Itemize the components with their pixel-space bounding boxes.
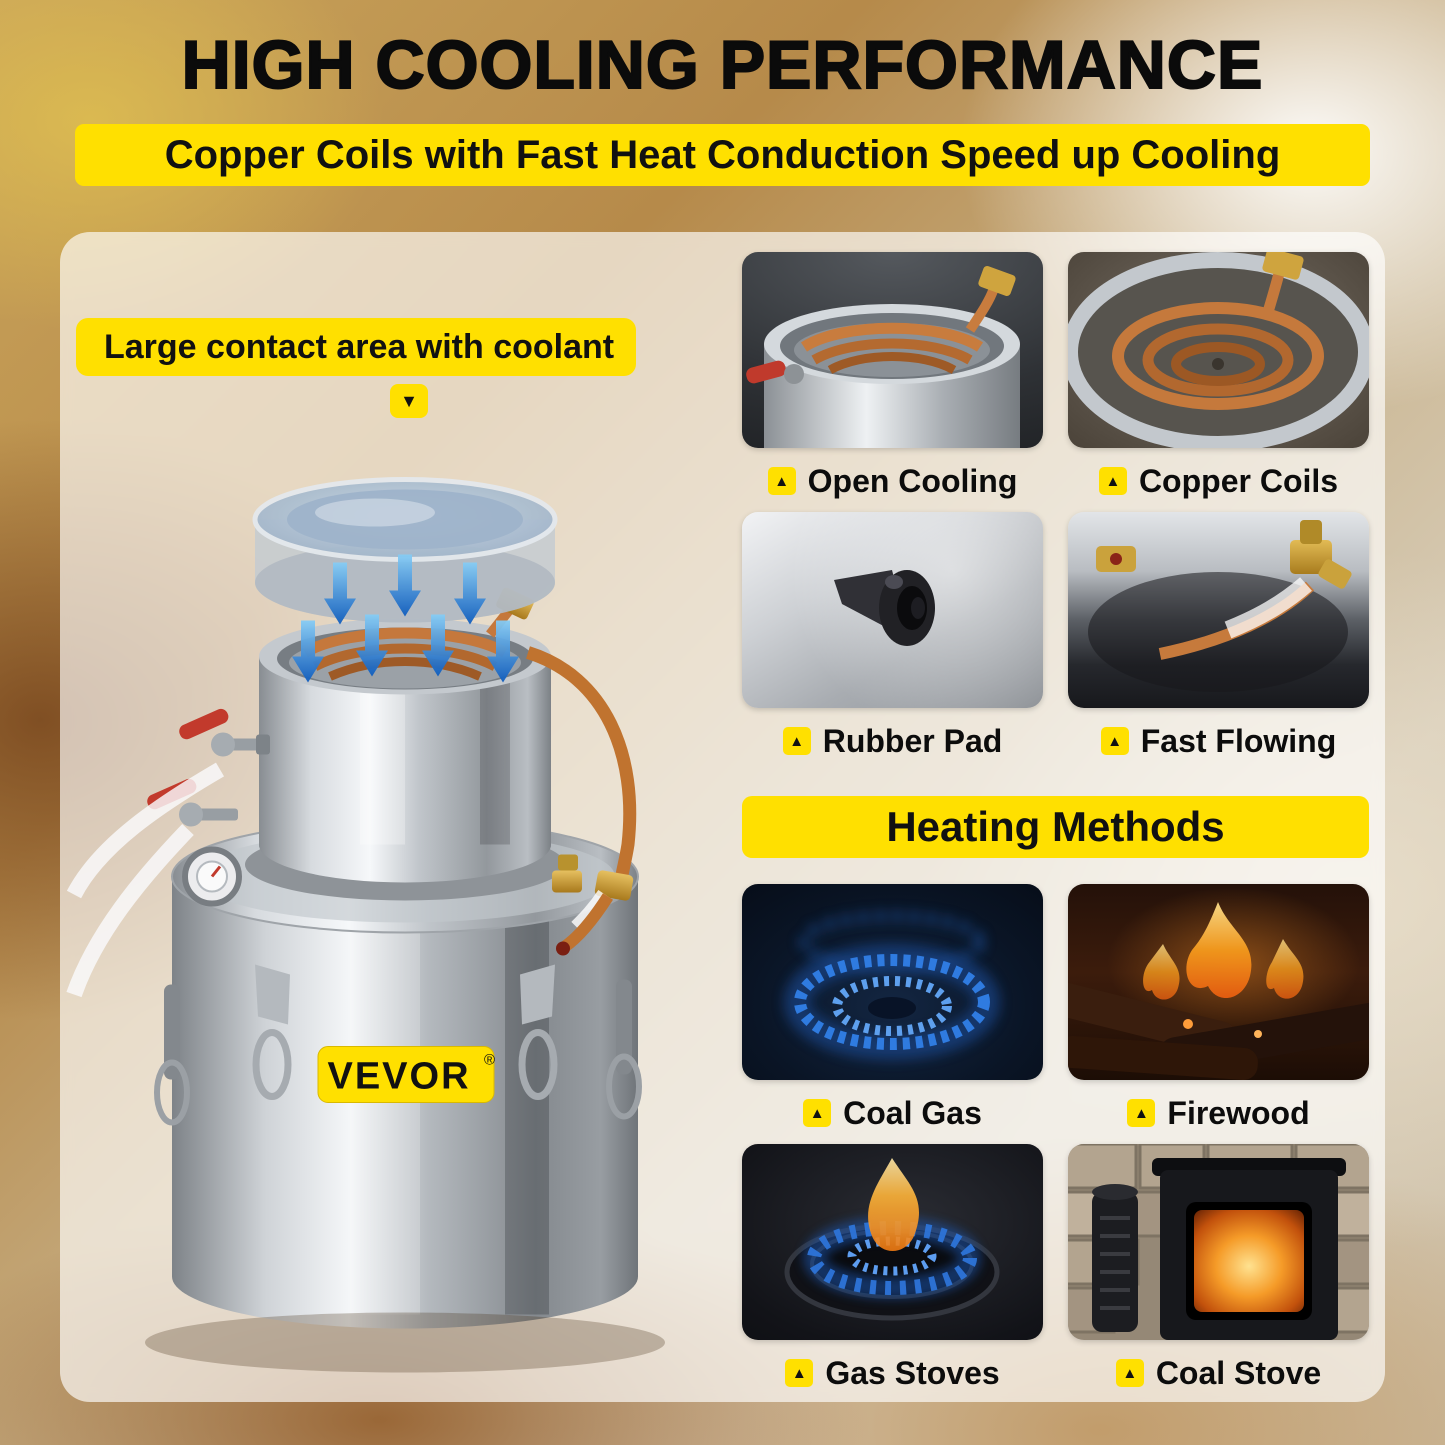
triangle-badge-icon: ▲ bbox=[1100, 727, 1129, 755]
triangle-badge-icon: ▲ bbox=[782, 727, 811, 755]
feature-caption: ▲ Coal Gas bbox=[742, 1092, 1043, 1134]
triangle-badge-icon: ▲ bbox=[1098, 467, 1127, 495]
content-panel: Large contact area with coolant ▼ bbox=[60, 232, 1385, 1402]
registered-mark: ® bbox=[484, 1052, 495, 1069]
feature-label: Gas Stoves bbox=[825, 1354, 1000, 1391]
callout-label: Large contact area with coolant bbox=[76, 318, 636, 376]
feature-label: Coal Gas bbox=[843, 1094, 982, 1131]
cooling-arrows-icon bbox=[292, 554, 519, 683]
page-title: HIGH COOLING PERFORMANCE bbox=[181, 26, 1264, 104]
feature-caption: ▲ Copper Coils bbox=[1068, 460, 1369, 502]
subtitle-banner: Copper Coils with Fast Heat Conduction S… bbox=[75, 124, 1370, 186]
feature-caption: ▲ Fast Flowing bbox=[1068, 720, 1369, 762]
triangle-badge-icon: ▲ bbox=[1127, 1099, 1156, 1127]
feature-label: Firewood bbox=[1167, 1094, 1310, 1131]
triangle-badge-icon: ▲ bbox=[1115, 1359, 1144, 1387]
heating-gas-stoves: ▲ Gas Stoves bbox=[742, 1144, 1043, 1404]
feature-row-1: ▲ Open Cooling bbox=[742, 252, 1369, 512]
feature-grid: ▲ Open Cooling bbox=[742, 252, 1369, 1404]
feature-caption: ▲ Rubber Pad bbox=[742, 720, 1043, 762]
callout-text: Large contact area with coolant bbox=[104, 327, 615, 366]
product-illustration: VEVOR ® bbox=[60, 422, 700, 1407]
feature-caption: ▲ Firewood bbox=[1068, 1092, 1369, 1134]
feature-caption: ▲ Coal Stove bbox=[1068, 1352, 1369, 1394]
heating-methods-title: Heating Methods bbox=[886, 803, 1225, 850]
heating-row-1: ▲ Coal Gas bbox=[742, 884, 1369, 1144]
down-triangle-glyph: ▼ bbox=[400, 390, 418, 411]
heating-coal-gas: ▲ Coal Gas bbox=[742, 884, 1043, 1144]
copper-coils-photo bbox=[1068, 252, 1369, 448]
heating-firewood: ▲ Firewood bbox=[1068, 884, 1369, 1144]
feature-open-cooling: ▲ Open Cooling bbox=[742, 252, 1043, 512]
feature-caption: ▲ Open Cooling bbox=[742, 460, 1043, 502]
coal-stove-photo bbox=[1068, 1144, 1369, 1340]
feature-label: Open Cooling bbox=[807, 462, 1018, 499]
triangle-badge-icon: ▲ bbox=[785, 1359, 814, 1387]
triangle-badge-icon: ▲ bbox=[767, 467, 796, 495]
feature-rubber-pad: ▲ Rubber Pad bbox=[742, 512, 1043, 772]
feature-label: Fast Flowing bbox=[1140, 722, 1337, 759]
feature-fast-flowing: ▲ Fast Flowing bbox=[1068, 512, 1369, 772]
feature-copper-coils: ▲ Copper Coils bbox=[1068, 252, 1369, 512]
rubber-pad-photo bbox=[742, 512, 1043, 708]
feature-caption: ▲ Gas Stoves bbox=[742, 1352, 1043, 1394]
subtitle-text: Copper Coils with Fast Heat Conduction S… bbox=[164, 132, 1281, 177]
fast-flowing-photo bbox=[1068, 512, 1369, 708]
open-cooling-photo bbox=[742, 252, 1043, 448]
feature-label: Coal Stove bbox=[1155, 1354, 1322, 1391]
heating-row-2: ▲ Gas Stoves bbox=[742, 1144, 1369, 1404]
feature-row-2: ▲ Rubber Pad bbox=[742, 512, 1369, 772]
brand-badge: VEVOR bbox=[327, 1056, 470, 1098]
heating-coal-stove: ▲ Coal Stove bbox=[1068, 1144, 1369, 1404]
feature-label: Rubber Pad bbox=[822, 722, 1003, 759]
feature-label: Copper Coils bbox=[1138, 462, 1339, 499]
heating-methods-banner: Heating Methods bbox=[742, 796, 1369, 858]
coal-gas-photo bbox=[742, 884, 1043, 1080]
distiller-drawing: VEVOR ® bbox=[66, 477, 665, 1373]
gas-stoves-photo bbox=[742, 1144, 1043, 1340]
firewood-photo bbox=[1068, 884, 1369, 1080]
down-arrow-icon: ▼ bbox=[390, 384, 428, 418]
triangle-badge-icon: ▲ bbox=[803, 1099, 832, 1127]
